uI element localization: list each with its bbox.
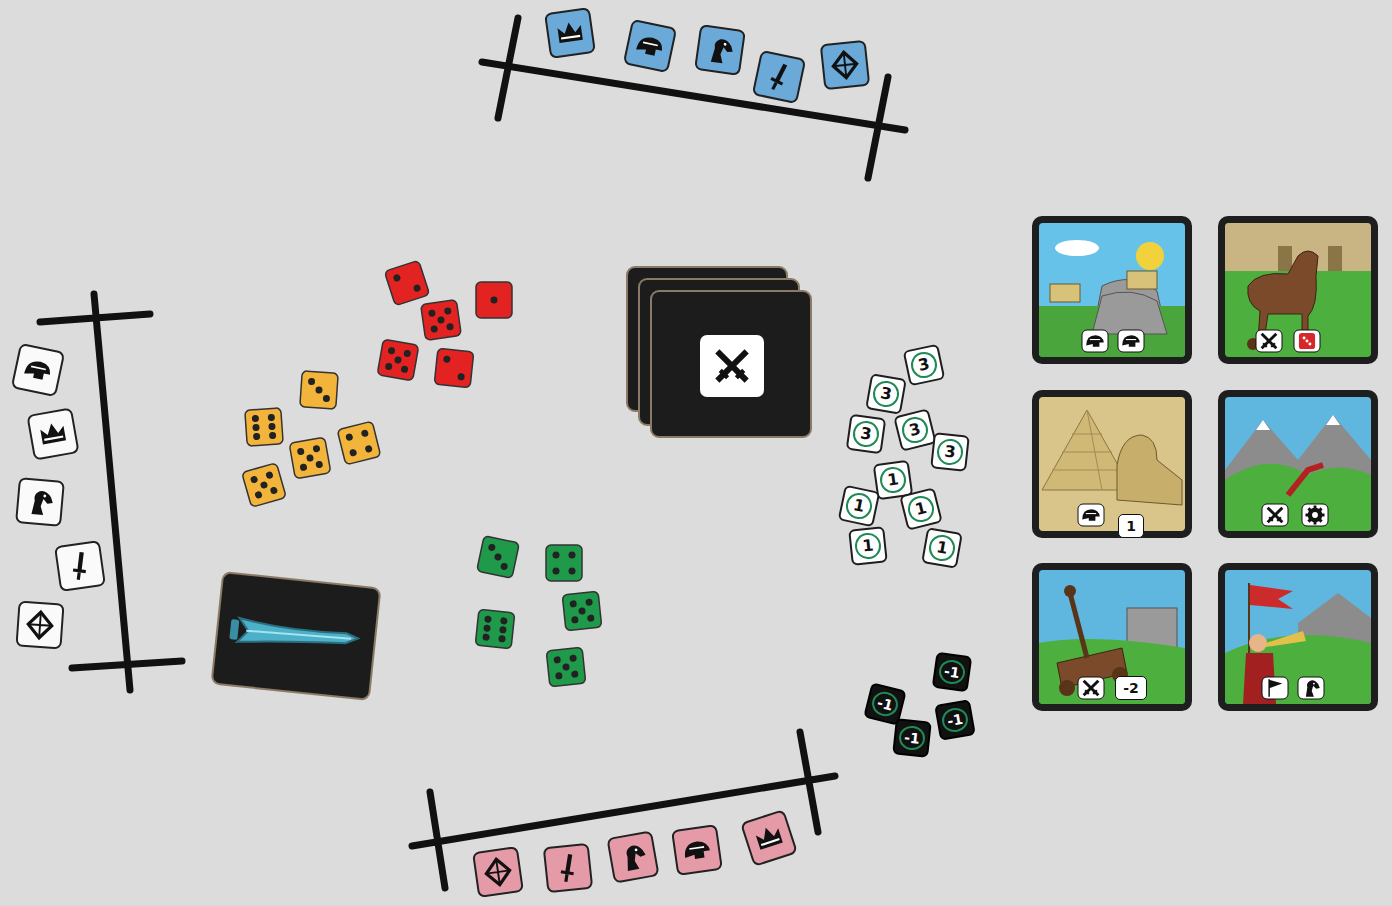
unit-tiles-white bbox=[12, 344, 105, 649]
token-value: -1 bbox=[898, 725, 926, 752]
token-value: 3 bbox=[936, 438, 964, 466]
unit-tiles-blue bbox=[545, 8, 869, 103]
penalty-token: -1 bbox=[892, 718, 932, 758]
token-value: -2 bbox=[1119, 679, 1143, 697]
score-token: 3 bbox=[893, 408, 937, 452]
dice-red bbox=[377, 260, 512, 387]
score-token: 1 bbox=[848, 526, 888, 566]
penalty-token: -1 bbox=[934, 699, 976, 741]
token-value: 1 bbox=[844, 491, 874, 522]
unit-tiles-pink bbox=[473, 810, 797, 897]
score-token: 1 bbox=[921, 527, 963, 569]
token-value: 1 bbox=[906, 493, 937, 524]
card-badge: 1 bbox=[1118, 514, 1144, 538]
player-bracket bbox=[40, 18, 905, 888]
score-token: 3 bbox=[846, 414, 887, 455]
dice-yellow bbox=[242, 371, 381, 507]
penalty-token: -1 bbox=[932, 652, 973, 693]
weapon-card bbox=[212, 572, 381, 700]
score-token: 3 bbox=[903, 344, 946, 387]
location-cards bbox=[1032, 216, 1378, 711]
score-token: 3 bbox=[865, 373, 907, 415]
token-value: 1 bbox=[879, 465, 908, 494]
token-value: -1 bbox=[870, 689, 901, 718]
token-value: 3 bbox=[871, 379, 900, 409]
token-value: -1 bbox=[938, 658, 967, 685]
token-value: 3 bbox=[909, 350, 939, 381]
battle-deck bbox=[627, 267, 811, 437]
score-token: 1 bbox=[899, 487, 943, 531]
token-value: 3 bbox=[900, 414, 931, 445]
token-value: 1 bbox=[927, 533, 956, 563]
dice-green bbox=[475, 536, 602, 687]
token-value: 1 bbox=[854, 532, 882, 560]
score-token: 1 bbox=[838, 485, 881, 528]
token-value: 1 bbox=[1122, 517, 1140, 535]
score-token: 3 bbox=[930, 432, 970, 472]
token-value: 3 bbox=[852, 419, 881, 448]
card-badge: -2 bbox=[1115, 676, 1147, 700]
token-value: -1 bbox=[940, 706, 969, 734]
